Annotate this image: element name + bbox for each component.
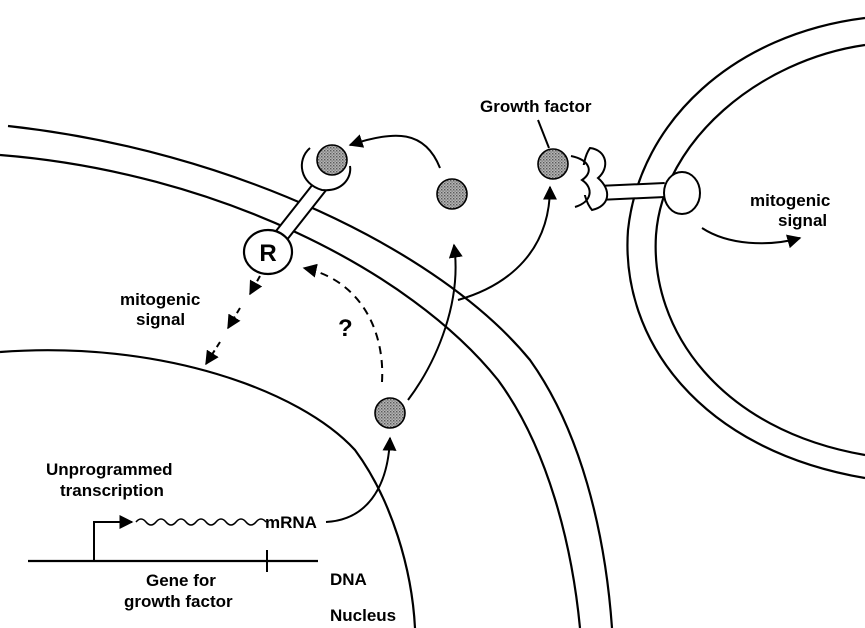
gene-label-line2: growth factor [124, 592, 233, 611]
arrow-mitogenic-right [701, 227, 802, 249]
receptor-label: R [259, 240, 276, 267]
dna-label: DNA [330, 570, 367, 589]
left-cell-membrane-inner [0, 153, 582, 628]
mitogenic-signal-left-line2: signal [136, 310, 185, 329]
nucleus-label: Nucleus [330, 606, 396, 625]
growth-factor-secreted [436, 178, 468, 210]
mitogenic-signal-right-line2: signal [778, 211, 827, 230]
right-receptor [560, 146, 701, 215]
right-cell-membrane-outer [626, 16, 865, 480]
arrow-to-left-receptor [348, 134, 441, 169]
left-cell-membrane-outer [7, 124, 614, 628]
growth-factor-bound-left [316, 144, 348, 176]
question-mark: ? [338, 315, 353, 342]
unprogrammed-line2: transcription [60, 481, 164, 500]
nucleus-envelope [0, 349, 417, 628]
mitogenic-signal-right-line1: mitogenic [750, 191, 830, 210]
mrna-label: mRNA [265, 513, 317, 532]
gene-label-line1: Gene for [146, 571, 216, 590]
growth-factor-right [537, 148, 569, 180]
arrow-mrna-to-gf [325, 436, 397, 523]
mitogenic-signal-left-line1: mitogenic [120, 290, 200, 309]
promoter-arrow [93, 515, 134, 561]
arrow-up-membrane [407, 243, 463, 401]
growth-factor-pointer [537, 119, 550, 149]
growth-factor-label: Growth factor [480, 97, 592, 116]
arrow-internal-question [302, 263, 384, 383]
mrna-wave [135, 518, 267, 526]
mitogenic-signal-arrows [205, 275, 263, 366]
right-cell-membrane-inner [654, 43, 865, 457]
arrow-to-right-cell [457, 185, 557, 301]
unprogrammed-line1: Unprogrammed [46, 460, 173, 479]
growth-factor-cytoplasm [374, 397, 406, 429]
